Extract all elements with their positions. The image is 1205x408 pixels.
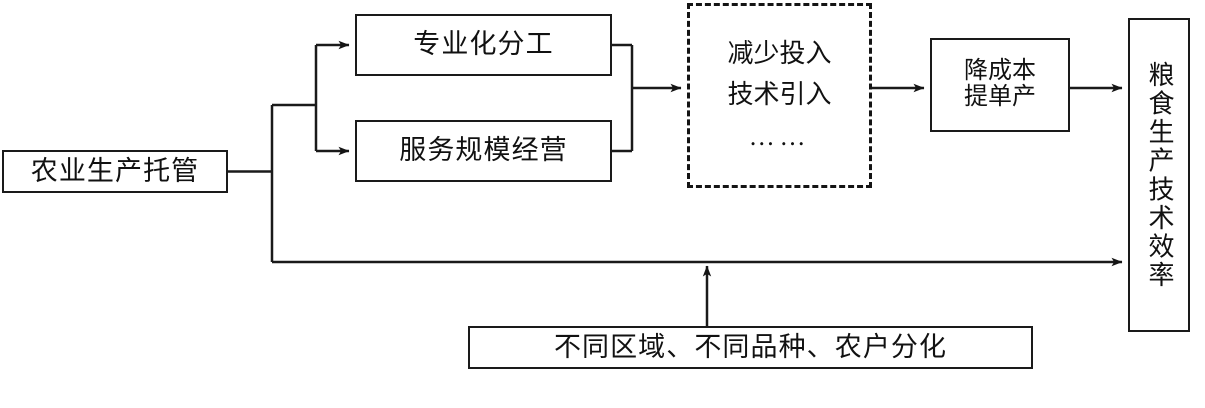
node-effects-lines: 减少投入 技术引入 ……	[727, 40, 831, 150]
node-efficiency-label: 粮食生产技术效率	[1145, 60, 1174, 290]
node-efficiency: 粮食生产技术效率	[1128, 18, 1190, 332]
node-cost-yield: 降成本 提单产	[930, 38, 1070, 132]
node-specialization-label: 专业化分工	[413, 29, 554, 60]
node-cost-yield-lines: 降成本 提单产	[964, 58, 1036, 111]
node-service-scale: 服务规模经营	[355, 120, 612, 182]
node-effects-line-2: 技术引入	[727, 80, 832, 110]
node-heterogeneity: 不同区域、不同品种、农户分化	[468, 326, 1033, 369]
node-specialization: 专业化分工	[355, 14, 612, 76]
node-cost-yield-line-2: 提单产	[964, 84, 1036, 110]
node-cost-yield-line-1: 降成本	[964, 58, 1036, 85]
edge-trusteeship-split	[228, 45, 318, 262]
edge-merge-to-effects	[612, 43, 682, 153]
node-effects-group: 减少投入 技术引入 ……	[687, 3, 872, 188]
node-effects-line-1: 减少投入	[727, 39, 832, 69]
node-service-scale-label: 服务规模经营	[399, 135, 568, 166]
node-effects-line-3: ……	[748, 121, 811, 151]
node-trusteeship: 农业生产托管	[2, 150, 228, 193]
node-trusteeship-label: 农业生产托管	[30, 155, 200, 186]
node-heterogeneity-label: 不同区域、不同品种、农户分化	[553, 331, 948, 362]
